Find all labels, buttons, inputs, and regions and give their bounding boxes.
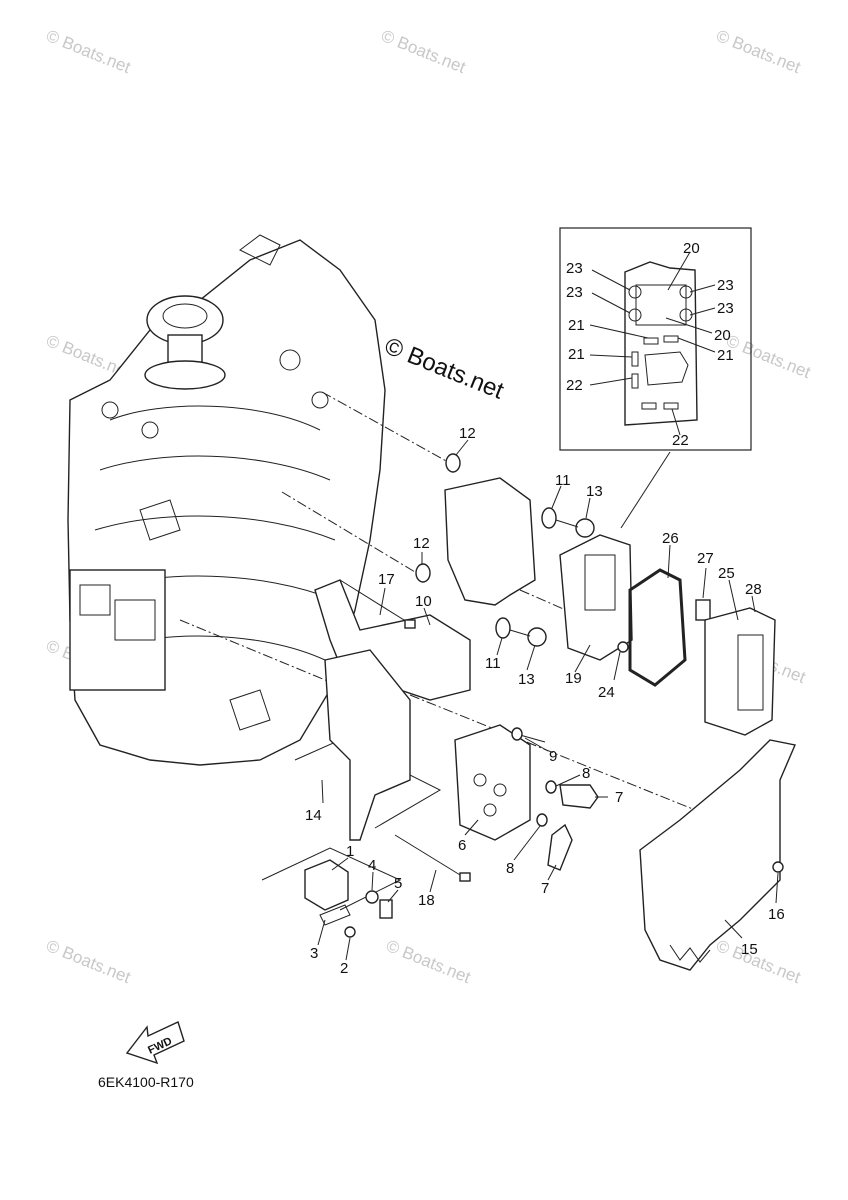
relay-part-1 (304, 859, 349, 911)
inset-callout-23: 23 (717, 300, 734, 317)
forward-direction-arrow: FWD (125, 1021, 185, 1065)
cable-tie-part-18 (394, 834, 466, 879)
callout-26: 26 (662, 530, 679, 547)
callout-14: 14 (305, 807, 322, 824)
callout-8: 8 (506, 860, 514, 877)
callout-28: 28 (745, 581, 762, 598)
leader-lines (317, 439, 779, 961)
callout-5: 5 (394, 875, 402, 892)
watermark: © Boats.net (714, 936, 804, 987)
watermark: © Boats.net (384, 936, 474, 987)
cable-tie-head-17 (404, 619, 416, 629)
inset-callout-22: 22 (566, 377, 583, 394)
holder-part (444, 477, 536, 606)
guide-lines (179, 391, 721, 821)
callout-1: 1 (346, 843, 354, 860)
callout-10: 10 (415, 593, 432, 610)
inset-callout-20: 20 (714, 327, 731, 344)
watermark: © Boats.net (44, 26, 134, 77)
connector-part-27 (695, 599, 711, 621)
inset-callout-21: 21 (717, 347, 734, 364)
brand-mark: © Boats.net (381, 333, 508, 405)
cdi-unit-part-19 (559, 534, 633, 661)
callout-17: 17 (378, 571, 395, 588)
callout-12: 12 (413, 535, 430, 552)
bolts-part-11-13 (495, 507, 595, 647)
clamp-part-5 (379, 899, 393, 919)
screw-part-24 (617, 641, 629, 653)
cable-tie-part-17 (339, 579, 413, 626)
watermark: © Boats.net (724, 331, 814, 382)
screw-part-16 (772, 861, 784, 873)
watermark: © Boats.net (714, 26, 804, 77)
callout-18: 18 (418, 892, 435, 909)
callout-11: 11 (555, 472, 571, 489)
inset-callout-23: 23 (566, 260, 583, 277)
diagram-code: 6EK4100-R170 (98, 1074, 194, 1090)
callout-12: 12 (459, 425, 476, 442)
engine-block-illustration (67, 234, 386, 766)
rectifier-part-6 (454, 724, 531, 841)
callout-4: 4 (368, 857, 376, 874)
cover-part-28 (704, 607, 776, 736)
callout-16: 16 (768, 906, 785, 923)
screw-part-2 (344, 926, 356, 938)
fasteners-part-7-8-9 (511, 727, 599, 871)
callout-15: 15 (741, 941, 758, 958)
callout-19: 19 (565, 670, 582, 687)
callout-11: 11 (485, 655, 501, 672)
inset-callout-21: 21 (568, 346, 585, 363)
inset-callout-23: 23 (566, 284, 583, 301)
plate-part-14 (324, 649, 411, 841)
callout-25: 25 (718, 565, 735, 582)
callout-7: 7 (615, 789, 623, 806)
callout-24: 24 (598, 684, 615, 701)
gasket-part-26 (628, 568, 687, 687)
callout-labels: 12 12 11 13 11 13 17 10 26 27 25 28 19 2… (305, 425, 785, 977)
callout-27: 27 (697, 550, 714, 567)
callout-13: 13 (586, 483, 603, 500)
callout-2: 2 (340, 960, 348, 977)
inset-callout-23: 23 (717, 277, 734, 294)
inset-callout-20: 20 (683, 240, 700, 257)
grommet-part-12 (415, 453, 461, 583)
callout-9: 9 (549, 748, 557, 765)
inset-callout-21: 21 (568, 317, 585, 334)
inset-callout-22: 22 (672, 432, 689, 449)
watermark: © Boats.net (379, 26, 469, 77)
inset-callout-labels: 20 23 23 23 23 21 20 21 21 22 22 (566, 240, 734, 449)
callout-13: 13 (518, 671, 535, 688)
bracket-part-3 (319, 904, 351, 926)
callout-7: 7 (541, 880, 549, 897)
callout-6: 6 (458, 837, 466, 854)
detail-inset (559, 227, 752, 451)
callout-8: 8 (582, 765, 590, 782)
bottom-cover-part-15 (639, 739, 796, 971)
callout-3: 3 (310, 945, 318, 962)
nut-part-4 (365, 890, 379, 904)
watermark: © Boats.net (44, 936, 134, 987)
